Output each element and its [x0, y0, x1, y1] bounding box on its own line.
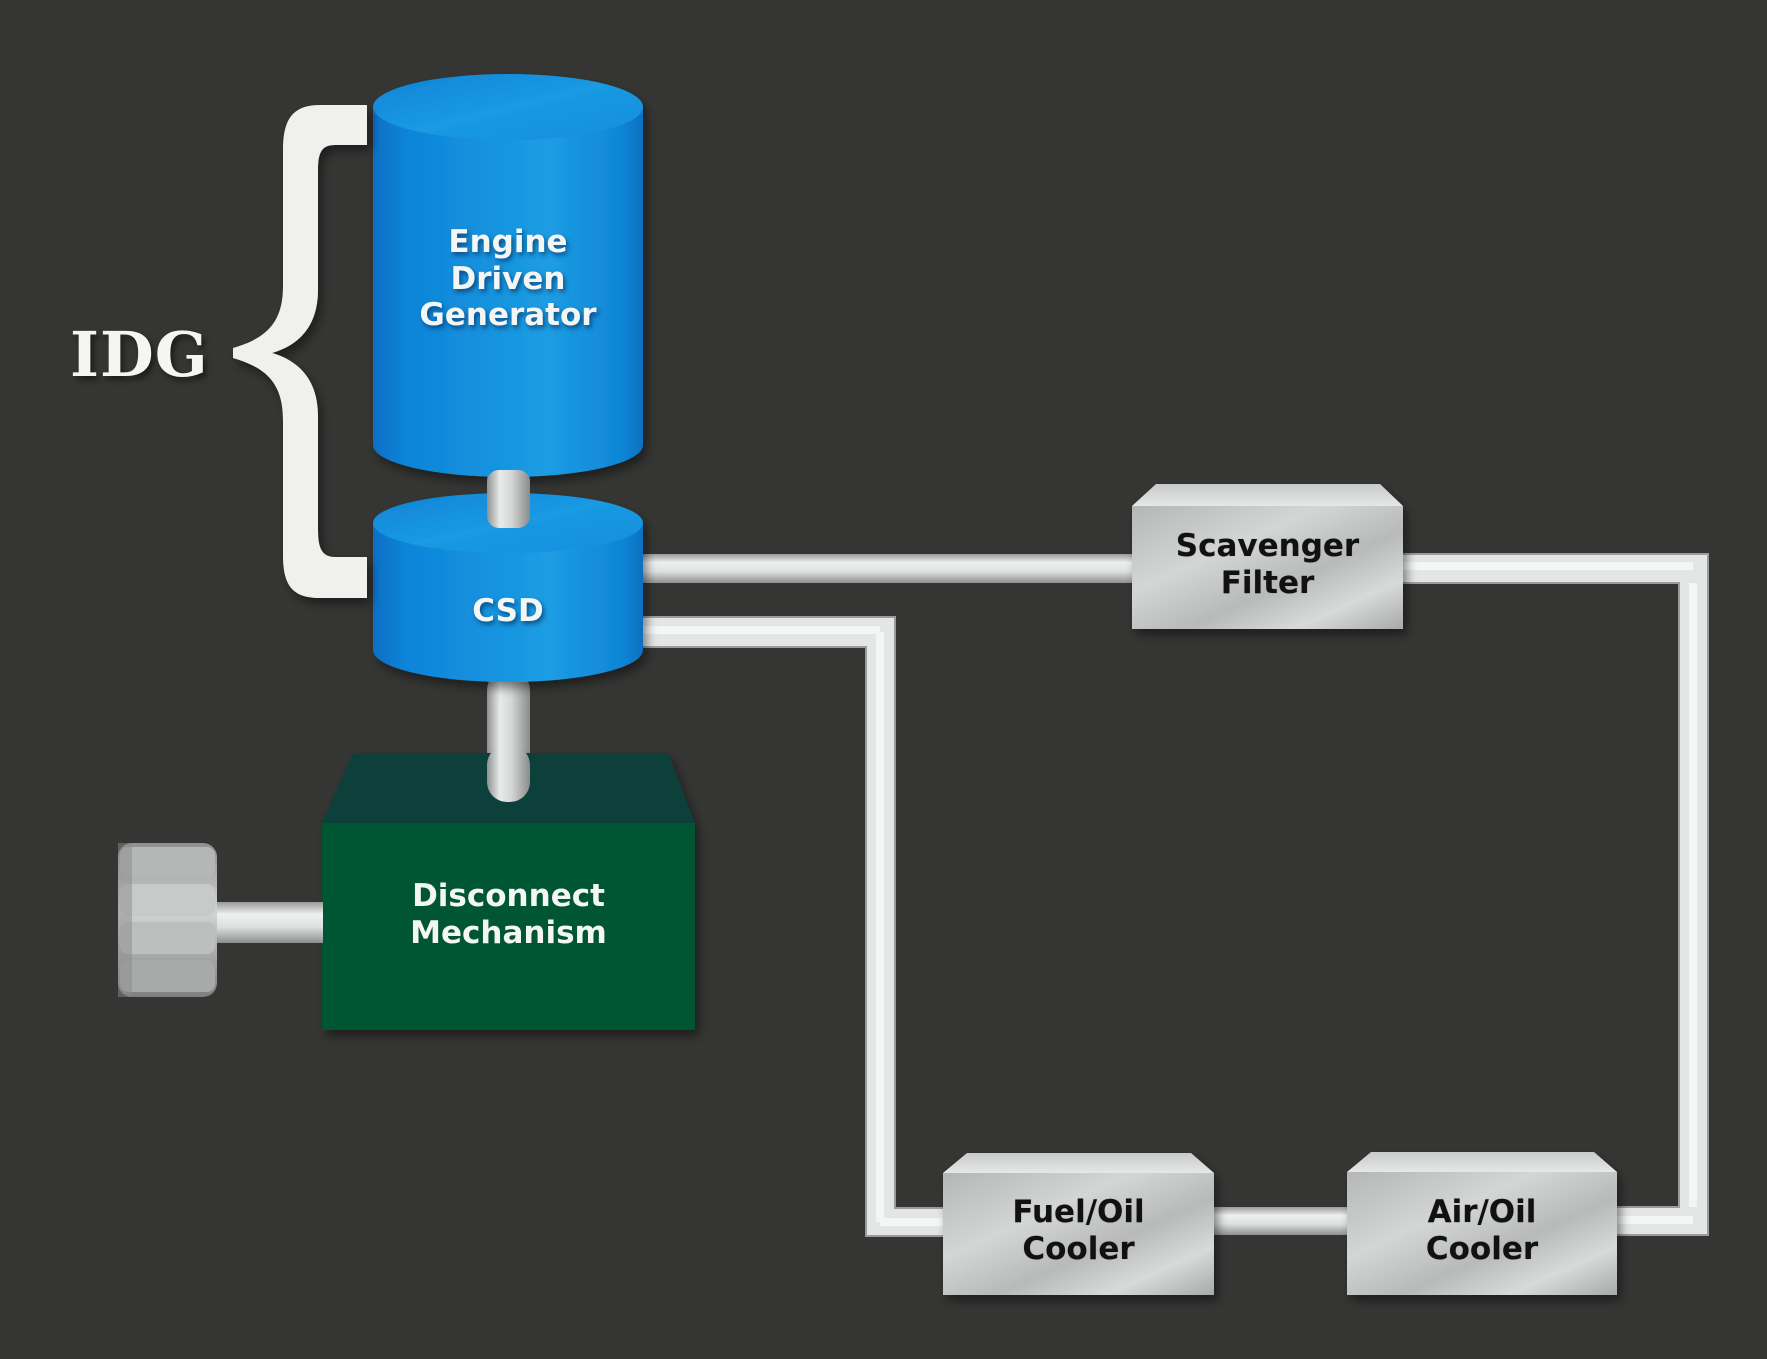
- csd-body: [373, 523, 643, 682]
- fuel-oil-cooler-box[interactable]: [943, 1153, 1214, 1295]
- scavenger-label-line: Filter: [1220, 564, 1315, 601]
- fuel-cooler-label-line: Cooler: [1022, 1230, 1135, 1267]
- disconnect-label-line: Mechanism: [410, 914, 607, 951]
- air-cooler-top-face: [1347, 1152, 1617, 1172]
- oil-line-air-to-fuel-cooler: [1210, 1207, 1350, 1235]
- air-cooler-label-line: Air/Oil: [1427, 1194, 1537, 1230]
- scavenger-front-face: [1132, 506, 1403, 629]
- scavenger-filter-box[interactable]: [1132, 484, 1403, 629]
- csd-label-line: CSD: [472, 593, 544, 629]
- disconnect-label: Disconnect Mechanism: [322, 878, 695, 951]
- generator-label-line: Engine: [448, 224, 568, 260]
- air-oil-cooler-label: Air/Oil Cooler: [1347, 1194, 1617, 1267]
- shaft-csd-to-disconnect-top: [487, 745, 530, 802]
- scavenger-filter-label: Scavenger Filter: [1132, 528, 1403, 601]
- generator-label-line: Generator: [419, 297, 597, 334]
- air-cooler-front-face: [1347, 1172, 1617, 1295]
- fuel-cooler-label-line: Fuel/Oil: [1012, 1194, 1145, 1230]
- drive-gear-icon: [118, 843, 217, 997]
- generator-body: [373, 107, 643, 477]
- fuel-cooler-top-face: [943, 1153, 1214, 1173]
- gear-shaft: [215, 902, 323, 943]
- disconnect-front-face: [322, 823, 695, 1030]
- generator-label-line: Driven: [450, 260, 566, 297]
- shaft-into-csd: [487, 470, 530, 528]
- oil-line-csd-to-scavenger: [640, 554, 1135, 583]
- idg-label: IDG: [70, 318, 209, 391]
- air-oil-cooler-box[interactable]: [1347, 1152, 1617, 1295]
- curly-brace-icon: [233, 105, 367, 598]
- engine-driven-generator[interactable]: [373, 74, 643, 477]
- oil-line-scavenger-to-air-cooler: [1399, 553, 1709, 1236]
- scavenger-label-line: Scavenger: [1175, 528, 1360, 564]
- scavenger-top-face: [1132, 484, 1403, 506]
- generator-label: Engine Driven Generator: [373, 224, 643, 334]
- oil-lines: [639, 553, 1709, 1237]
- air-cooler-label-line: Cooler: [1425, 1230, 1539, 1267]
- generator-top: [373, 74, 643, 140]
- fuel-cooler-front-face: [943, 1173, 1214, 1295]
- fuel-oil-cooler-label: Fuel/Oil Cooler: [943, 1194, 1214, 1267]
- csd-label: CSD: [373, 593, 643, 630]
- disconnect-label-line: Disconnect: [412, 878, 605, 914]
